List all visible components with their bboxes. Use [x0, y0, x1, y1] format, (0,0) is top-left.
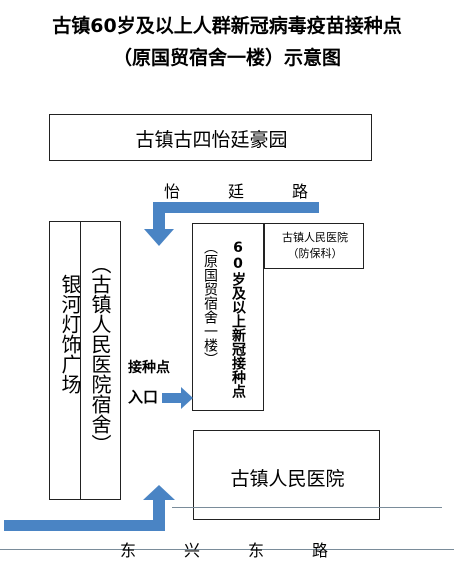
hospital-branch-box: 古镇人民医院 （防保科） — [264, 223, 364, 269]
hospital-box: 古镇人民医院 — [193, 430, 380, 520]
road-bottom-label: 东 兴 东 路 — [120, 541, 329, 560]
road-top-label: 怡 廷 路 — [164, 182, 309, 201]
left-building-name: 银河灯饰广场 — [58, 274, 82, 394]
top-building-box: 古镇古四怡廷豪园 — [49, 114, 372, 161]
entry-label: 入口 — [128, 388, 159, 406]
left-building-sub-box: （古镇人民医院宿舍） — [80, 221, 121, 500]
hospital-branch-dept: （防保科） — [287, 247, 343, 260]
hospital-label: 古镇人民医院 — [230, 468, 345, 490]
arrow-entry-right-icon — [162, 387, 193, 409]
road-line-upper — [172, 507, 442, 508]
hospital-branch-name: 古镇人民医院 — [282, 231, 348, 244]
entry-site-label: 接种点 — [128, 360, 170, 376]
vaccination-site-label: 60岁及以上新冠接种点 — [230, 240, 246, 398]
page-title: 古镇60岁及以上人群新冠病毒疫苗接种点 — [52, 15, 402, 37]
top-building-label: 古镇古四怡廷豪园 — [135, 129, 288, 151]
vaccination-site-name: （原国贸宿舍一楼） — [202, 240, 218, 366]
vaccination-site-box: （原国贸宿舍一楼） 60岁及以上新冠接种点 — [192, 223, 264, 411]
arrow-top-down-icon — [144, 202, 319, 246]
arrow-bottom-up-icon — [4, 485, 175, 531]
page-subtitle: （原国贸宿舍一楼）示意图 — [112, 47, 341, 69]
left-building-subname: （古镇人民医院宿舍） — [88, 254, 112, 454]
road-line-lower — [0, 549, 454, 550]
